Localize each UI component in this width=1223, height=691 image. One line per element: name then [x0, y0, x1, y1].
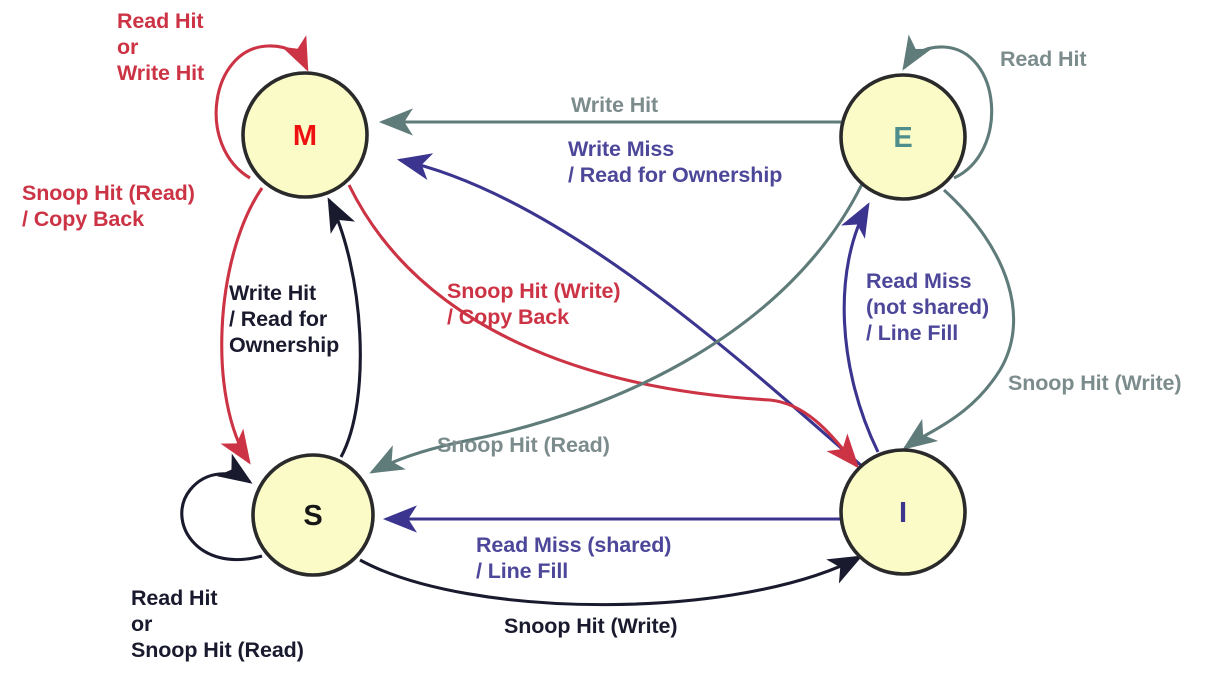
edge-label-s-self-line2: or — [131, 612, 153, 636]
state-label-s: S — [303, 500, 322, 532]
edge-label-e-to-m: Write Hit — [571, 92, 658, 118]
edge-label-e-to-s-line1: Snoop Hit (Read) — [437, 433, 610, 457]
edge-label-i-to-e-line2: (not shared) — [866, 295, 990, 319]
edge-label-s-to-i: Snoop Hit (Write) — [504, 613, 678, 639]
state-label-e: E — [893, 122, 912, 154]
state-circle-m[interactable] — [241, 71, 369, 199]
edge-label-e-to-m-line1: Write Hit — [571, 93, 659, 117]
edge-label-e-self-line1: Read Hit — [1000, 47, 1087, 71]
edge-label-s-to-m: Write Hit / Read for Ownership — [229, 280, 339, 358]
edge-label-m-to-s-line2: / Copy Back — [22, 207, 144, 231]
edge-i-to-e — [841, 202, 880, 453]
edge-m-to-s — [220, 187, 264, 465]
edge-m-self-loop — [214, 35, 309, 180]
edge-e-to-s — [369, 183, 864, 474]
edge-label-e-to-i-line1: Snoop Hit (Write) — [1008, 371, 1182, 395]
state-node-i[interactable]: I — [839, 448, 967, 576]
edge-label-i-to-s: Read Miss (shared) / Line Fill — [476, 532, 671, 584]
edge-label-m-to-s-line1: Snoop Hit (Read) — [22, 181, 195, 205]
edge-e-to-i — [902, 188, 1016, 450]
edge-label-m-self-line3: Write Hit — [117, 61, 205, 85]
edge-label-i-to-m-line1: Write Miss — [568, 137, 675, 161]
edge-s-to-m — [327, 197, 362, 458]
state-node-m[interactable]: M — [241, 71, 369, 199]
edge-m-to-i — [347, 184, 860, 469]
state-label-i: I — [899, 497, 907, 529]
state-circle-s[interactable] — [251, 453, 375, 577]
state-circle-e[interactable] — [839, 73, 967, 201]
edge-label-s-self-line1: Read Hit — [131, 586, 218, 610]
state-circle-i[interactable] — [839, 448, 967, 576]
edge-label-i-to-e-line1: Read Miss — [866, 269, 972, 293]
edge-label-i-to-s-line2: / Line Fill — [476, 559, 569, 583]
edge-label-i-to-m: Write Miss / Read for Ownership — [568, 136, 782, 188]
edge-s-to-i — [359, 555, 863, 607]
edge-label-i-to-s-line1: Read Miss (shared) — [476, 533, 672, 557]
edge-label-s-to-m-line1: Write Hit — [229, 281, 317, 305]
edge-e-self-loop — [902, 34, 994, 180]
edge-label-e-self-loop: Read Hit — [1000, 46, 1087, 72]
edge-label-s-self-loop: Read Hit or Snoop Hit (Read) — [131, 585, 304, 663]
edge-label-m-to-i-line1: Snoop Hit (Write) — [447, 279, 621, 303]
edge-label-s-to-m-line2: / Read for — [229, 307, 328, 331]
state-node-e[interactable]: E — [839, 73, 967, 201]
edge-label-m-to-s: Snoop Hit (Read) / Copy Back — [22, 180, 195, 232]
state-node-s[interactable]: S — [251, 453, 375, 577]
edge-s-self-loop — [180, 453, 263, 562]
edge-label-i-to-m-line2: / Read for Ownership — [568, 163, 783, 187]
edge-label-m-to-i: Snoop Hit (Write) / Copy Back — [447, 278, 621, 330]
edge-label-s-to-m-line3: Ownership — [229, 333, 340, 357]
edge-label-m-self-line2: or — [117, 35, 139, 59]
edge-label-s-to-i-line1: Snoop Hit (Write) — [504, 614, 678, 638]
edge-label-m-self-loop: Read Hit or Write Hit — [117, 8, 204, 86]
edge-label-e-to-s: Snoop Hit (Read) — [437, 432, 610, 458]
edge-label-m-to-i-line2: / Copy Back — [447, 305, 569, 329]
state-label-m: M — [293, 120, 317, 152]
edge-label-e-to-i: Snoop Hit (Write) — [1008, 370, 1182, 396]
edge-i-to-m — [396, 153, 866, 470]
edge-label-i-to-e: Read Miss (not shared) / Line Fill — [866, 268, 989, 346]
edge-label-s-self-line3: Snoop Hit (Read) — [131, 638, 304, 662]
edge-label-m-self-line1: Read Hit — [117, 9, 204, 33]
edge-label-i-to-e-line3: / Line Fill — [866, 321, 959, 345]
